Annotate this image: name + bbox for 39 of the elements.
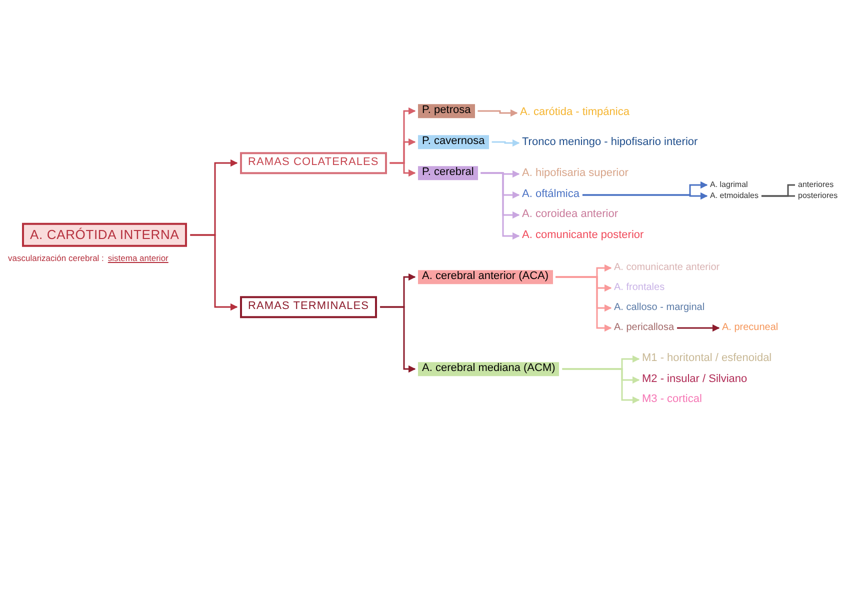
arrow	[582, 192, 708, 200]
arrow	[390, 162, 416, 177]
artery-label: A. frontales	[614, 282, 665, 294]
segment-label: P. cavernosa	[418, 135, 489, 149]
arrow	[562, 368, 640, 404]
arrow	[380, 306, 416, 373]
artery-label: Tronco meningo - hipofisario interior	[522, 136, 698, 150]
artery-label: A. coroidea anterior	[522, 208, 618, 222]
segment-label: M1 - horitontal / esfenoidal	[642, 352, 772, 366]
artery-label: A. hipofisaria superior	[522, 167, 628, 181]
artery-label: A. etmoidales	[710, 191, 758, 201]
artery-label: posteriores	[798, 191, 838, 201]
artery-box: A. cerebral mediana (ACM)	[418, 362, 560, 376]
branch-box: RAMAS TERMINALES	[240, 296, 378, 318]
artery-label: A. oftálmica	[522, 188, 580, 202]
connector-line	[761, 195, 795, 197]
arrow	[556, 276, 612, 332]
artery-label: A. comunicante anterior	[614, 262, 720, 274]
artery-label: A. calloso - marginal	[614, 302, 705, 314]
artery-label: A. lagrimal	[710, 180, 748, 190]
branch-box: RAMAS COLATERALES	[240, 152, 387, 174]
caption-text: vascularización cerebral :	[8, 252, 104, 265]
artery-label: A. precuneal	[722, 322, 778, 334]
arrow	[480, 172, 520, 240]
segment-label: P. cerebral	[418, 166, 478, 180]
artery-label: anteriores	[798, 180, 834, 190]
arrow	[677, 324, 720, 332]
arrow	[190, 234, 238, 311]
arrow	[492, 139, 520, 147]
segment-label: P. petrosa	[418, 104, 475, 118]
arrow	[478, 109, 518, 117]
artery-label: A. comunicante posterior	[522, 229, 644, 243]
caption-text: sistema anterior	[108, 252, 168, 265]
artery-box: A. cerebral anterior (ACA)	[418, 270, 553, 284]
segment-label: M3 - cortical	[642, 393, 702, 407]
artery-label: A. pericallosa	[614, 322, 674, 334]
artery-label: A. carótida - timpánica	[520, 106, 630, 120]
segment-label: M2 - insular / Silviano	[642, 373, 748, 387]
root-box: A. CARÓTIDA INTERNA	[22, 222, 188, 248]
